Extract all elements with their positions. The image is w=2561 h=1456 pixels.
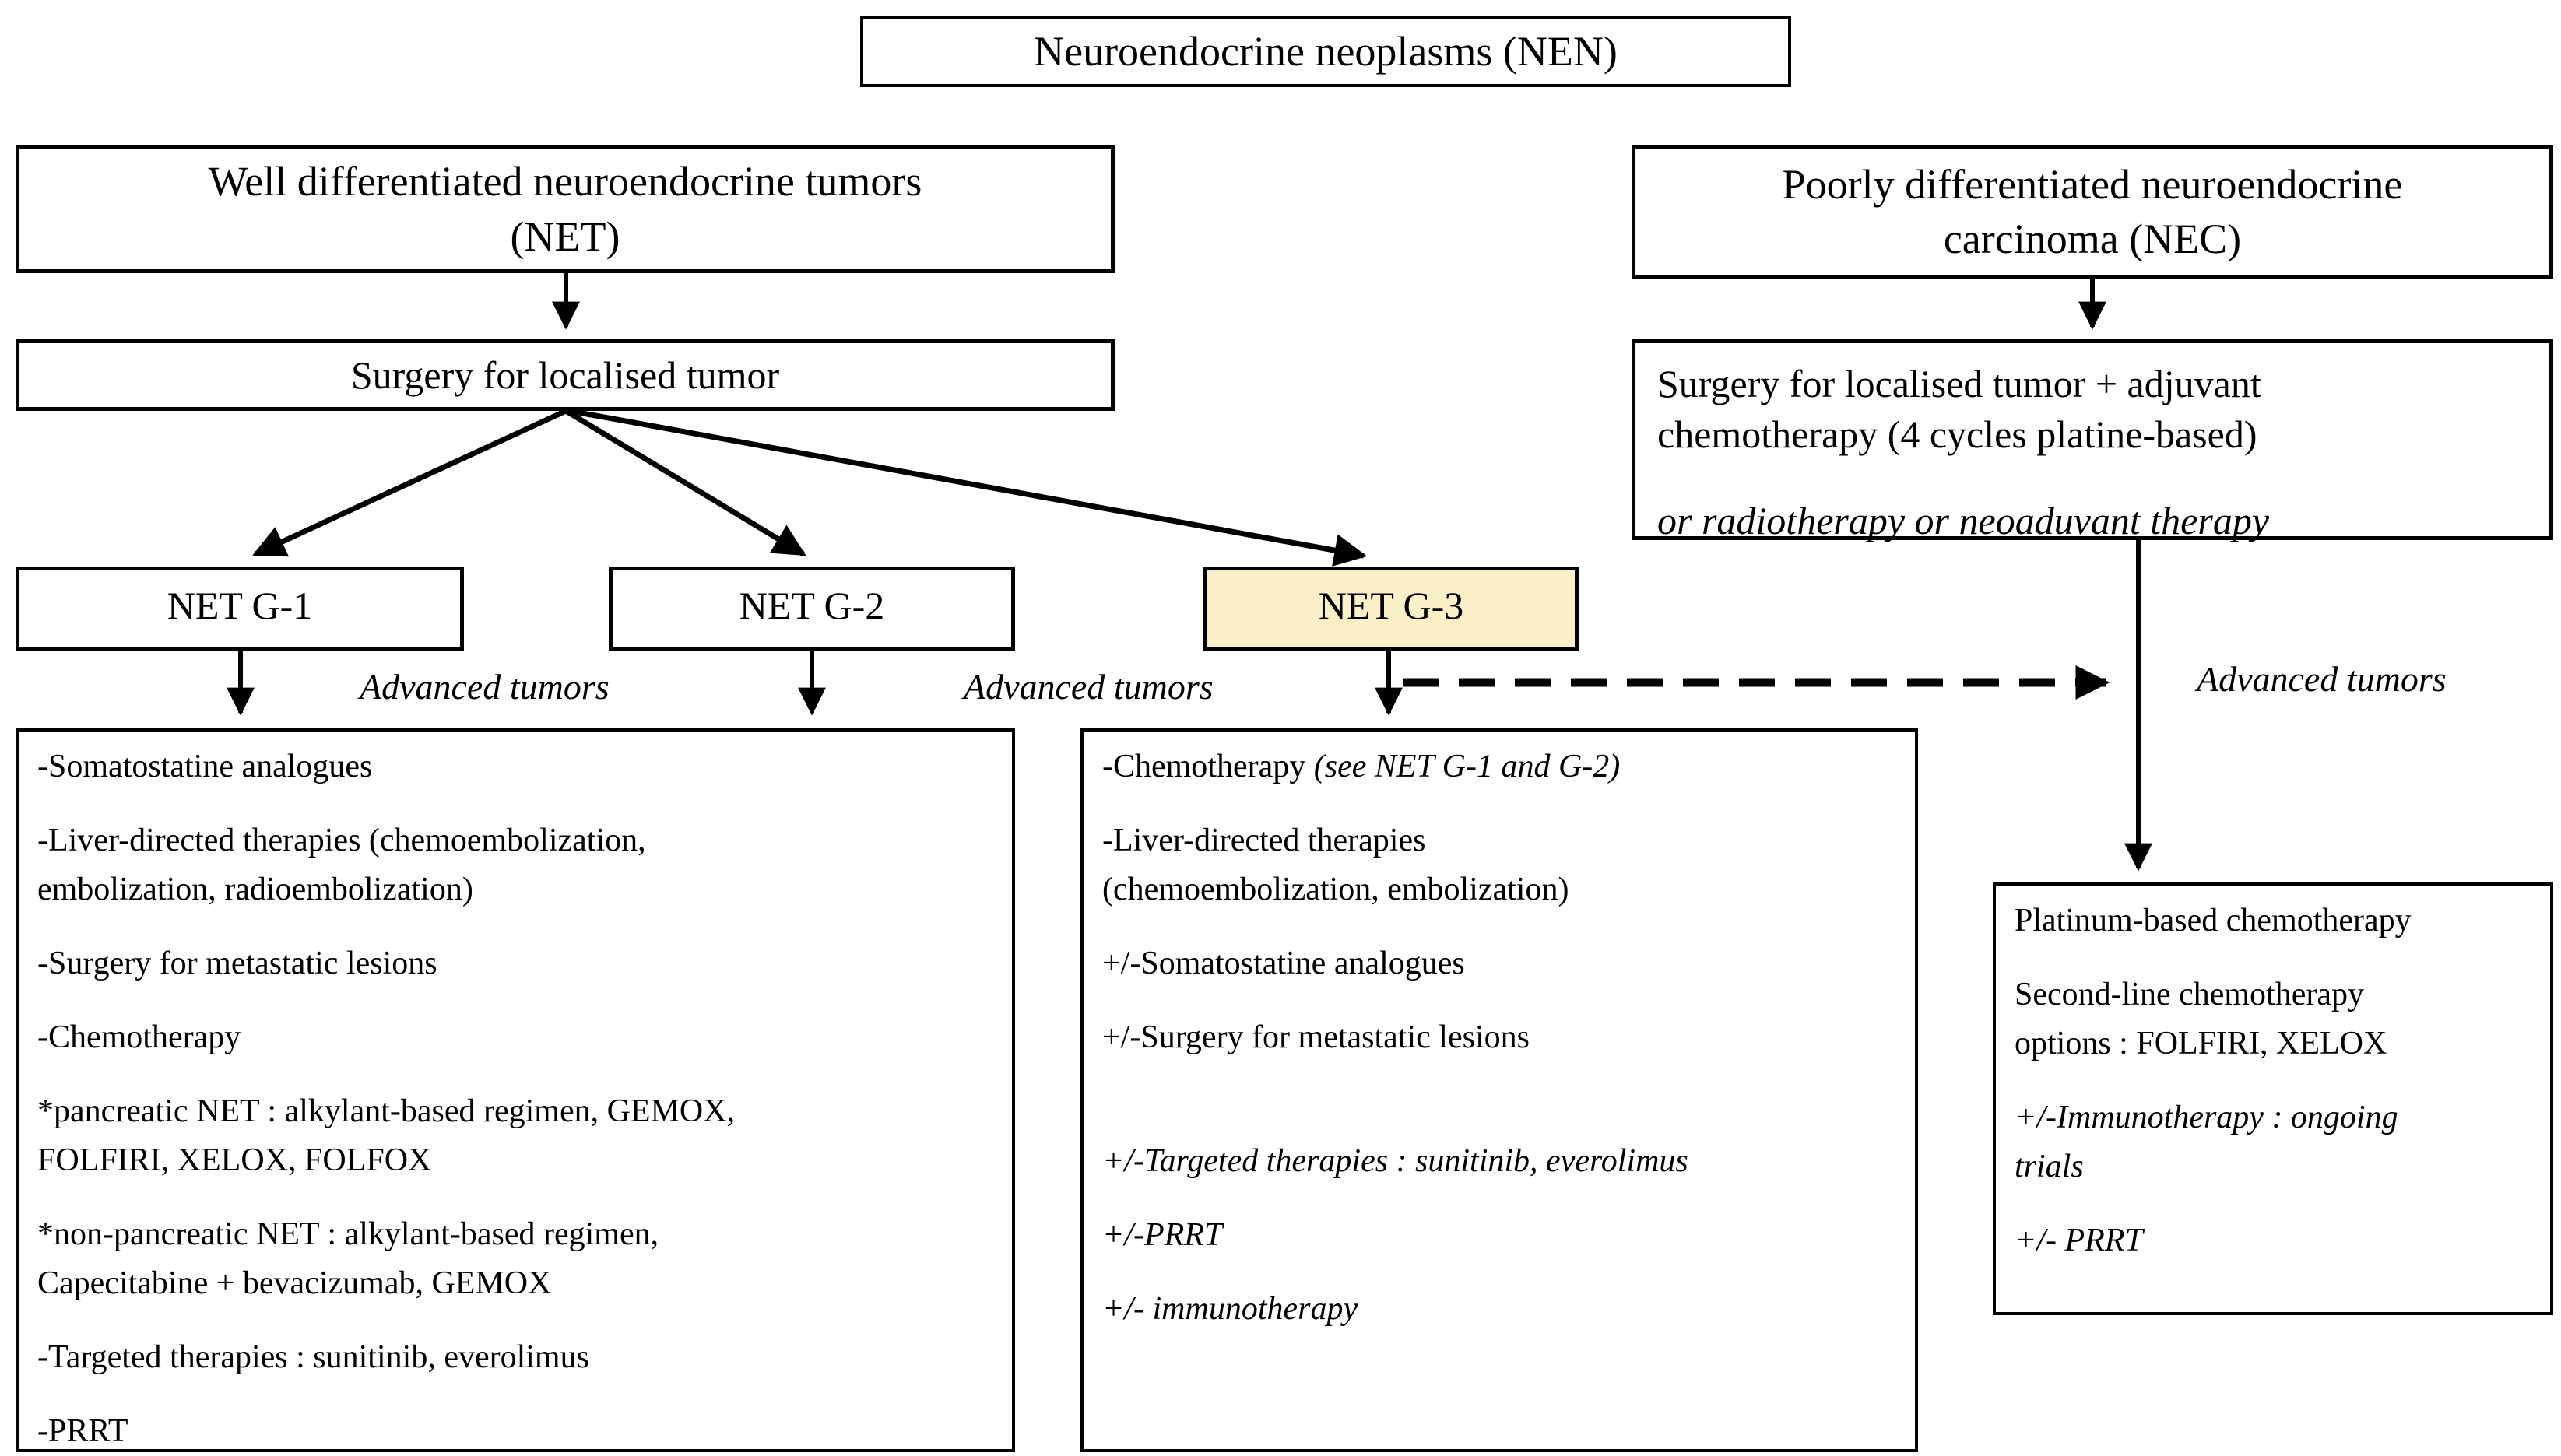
advanced-tumors-label-left: Advanced tumors (360, 667, 610, 707)
treatment-item: +/-Immunotherapy : ongoing trials (2015, 1100, 2398, 1184)
advanced-tumors-label-right: Advanced tumors (2197, 659, 2447, 699)
advanced-tumors-label-mid: Advanced tumors (964, 667, 1214, 707)
net-g1-box: NET G-1 (16, 567, 464, 651)
treatment-item: -Targeted therapies : sunitinib, everoli… (37, 1339, 589, 1375)
arrow-surgery-to-g2 (564, 409, 806, 556)
nec-surgery-alt: or radiotherapy or neoaduvant therapy (1657, 499, 2270, 542)
treatment-item: -Chemotherapy (37, 1019, 241, 1055)
treatment-item: +/- PRRT (2015, 1223, 2143, 1258)
treatment-item: +/-Targeted therapies : sunitinib, evero… (1102, 1143, 1688, 1179)
net-g3-box: NET G-3 (1203, 567, 1579, 651)
nec-header-box: Poorly differentiated neuroendocrine car… (1632, 145, 2553, 279)
net-header-box: Well differentiated neuroendocrine tumor… (16, 145, 1115, 273)
arrow-surgery-to-g1 (252, 408, 567, 557)
net-surgery-label: Surgery for localised tumor (350, 353, 780, 397)
net-g3-label: NET G-3 (1318, 584, 1464, 627)
treatment-item: -Chemotherapy (see NET G-1 and G-2) (1102, 749, 1621, 784)
treatment-item: Platinum-based chemotherapy (2015, 903, 2412, 939)
net-header: Well differentiated neuroendocrine tumor… (208, 158, 922, 260)
nec-surgery-main: Surgery for localised tumor + adjuvant c… (1657, 362, 2261, 456)
nen-title-box: Neuroendocrine neoplasms (NEN) (860, 16, 1791, 87)
treatment-item: -Somatostatine analogues (37, 749, 373, 784)
treatment-item: +/- immunotherapy (1102, 1291, 1358, 1327)
treatment-item: -PRRT (37, 1413, 128, 1449)
net-g2-label: NET G-2 (739, 584, 885, 627)
nen-title: Neuroendocrine neoplasms (NEN) (1034, 27, 1618, 75)
treatment-item: +/-PRRT (1102, 1217, 1223, 1253)
treatment-item: *non-pancreatic NET : alkylant-based reg… (37, 1216, 659, 1301)
treatment-item: +/-Somatostatine analogues (1102, 946, 1465, 981)
treatment-item: -Surgery for metastatic lesions (37, 946, 437, 981)
nec-surgery-box: Surgery for localised tumor + adjuvant c… (1632, 339, 2553, 542)
treatment-item: *pancreatic NET : alkylant-based regimen… (37, 1093, 736, 1178)
net-g2-box: NET G-2 (609, 567, 1015, 651)
arrow-surgery-to-g3 (569, 408, 1368, 567)
net-g1-label: NET G-1 (167, 584, 313, 627)
treatment-item: -Liver-directed therapies (chemoemboliza… (1102, 823, 1569, 907)
g3-treatments-box: -Chemotherapy (see NET G-1 and G-2) -Live… (1080, 728, 1918, 1452)
treatment-item: -Liver-directed therapies (chemoemboliza… (37, 823, 646, 907)
net-surgery-box: Surgery for localised tumor (16, 339, 1115, 411)
treatment-item: Second-line chemotherapy options : FOLFI… (2015, 977, 2387, 1061)
g12-treatments-box: -Somatostatine analogues -Liver-directed … (16, 728, 1015, 1452)
treatment-item: +/-Surgery for metastatic lesions (1102, 1019, 1530, 1055)
nec-header: Poorly differentiated neuroendocrine car… (1782, 160, 2403, 262)
